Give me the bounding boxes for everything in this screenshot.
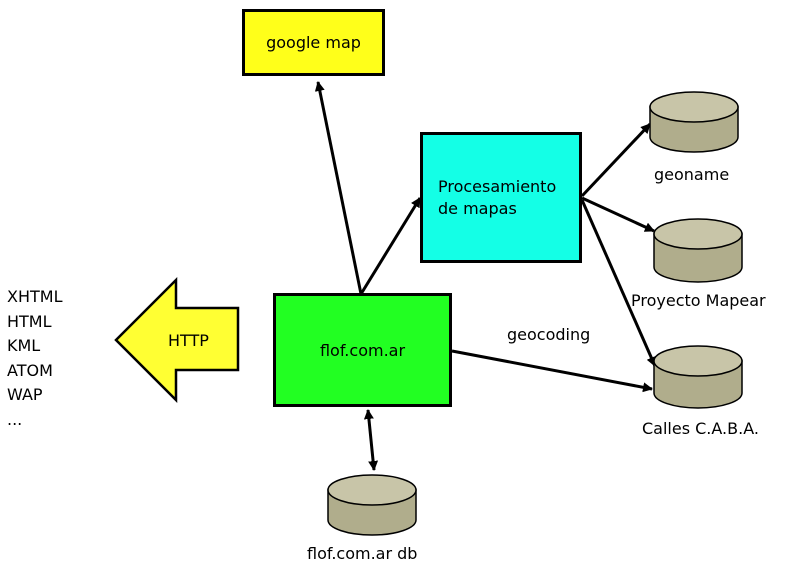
edge-flof-to-db [363, 409, 379, 471]
http-label: HTTP [168, 331, 209, 350]
procesamiento-box: Procesamiento de mapas [420, 132, 582, 263]
procesamiento-label-line1: Procesamiento [438, 176, 557, 196]
flof-db-label: flof.com.ar db [307, 544, 418, 563]
http-arrow-shape [114, 276, 240, 404]
output-formats-list: XHTML HTML KML ATOM WAP ... [7, 285, 62, 432]
procesamiento-label-line2: de mapas [438, 198, 517, 218]
edge-procesamiento-to-mapear [581, 196, 655, 233]
geoname-database-icon [649, 91, 739, 153]
format-item: HTML [7, 311, 52, 331]
format-item: WAP [7, 385, 43, 404]
format-item: XHTML [7, 287, 63, 306]
format-item: ATOM [7, 360, 53, 380]
edge-flof-to-procesamiento [359, 197, 422, 295]
calles-database-icon [653, 345, 743, 409]
geocoding-label: geocoding [507, 325, 591, 344]
edge-flof-to-calles [451, 349, 653, 393]
geoname-label: geoname [654, 165, 730, 184]
format-item: KML [7, 336, 41, 355]
edge-flof-to-google-map [314, 81, 363, 295]
flof-box: flof.com.ar [273, 293, 452, 407]
proyecto-mapear-database-icon [653, 218, 743, 283]
google-map-box: google map [242, 9, 385, 76]
format-item: ... [7, 409, 23, 429]
flof-label: flof.com.ar [319, 340, 406, 360]
flof-db-database-icon [327, 474, 417, 536]
edge-procesamiento-to-calles [580, 199, 657, 367]
google-map-label: google map [266, 33, 361, 52]
proyecto-mapear-label: Proyecto Mapear [631, 291, 766, 310]
calles-label: Calles C.A.B.A. [642, 419, 759, 438]
edge-procesamiento-to-geoname [580, 122, 652, 198]
